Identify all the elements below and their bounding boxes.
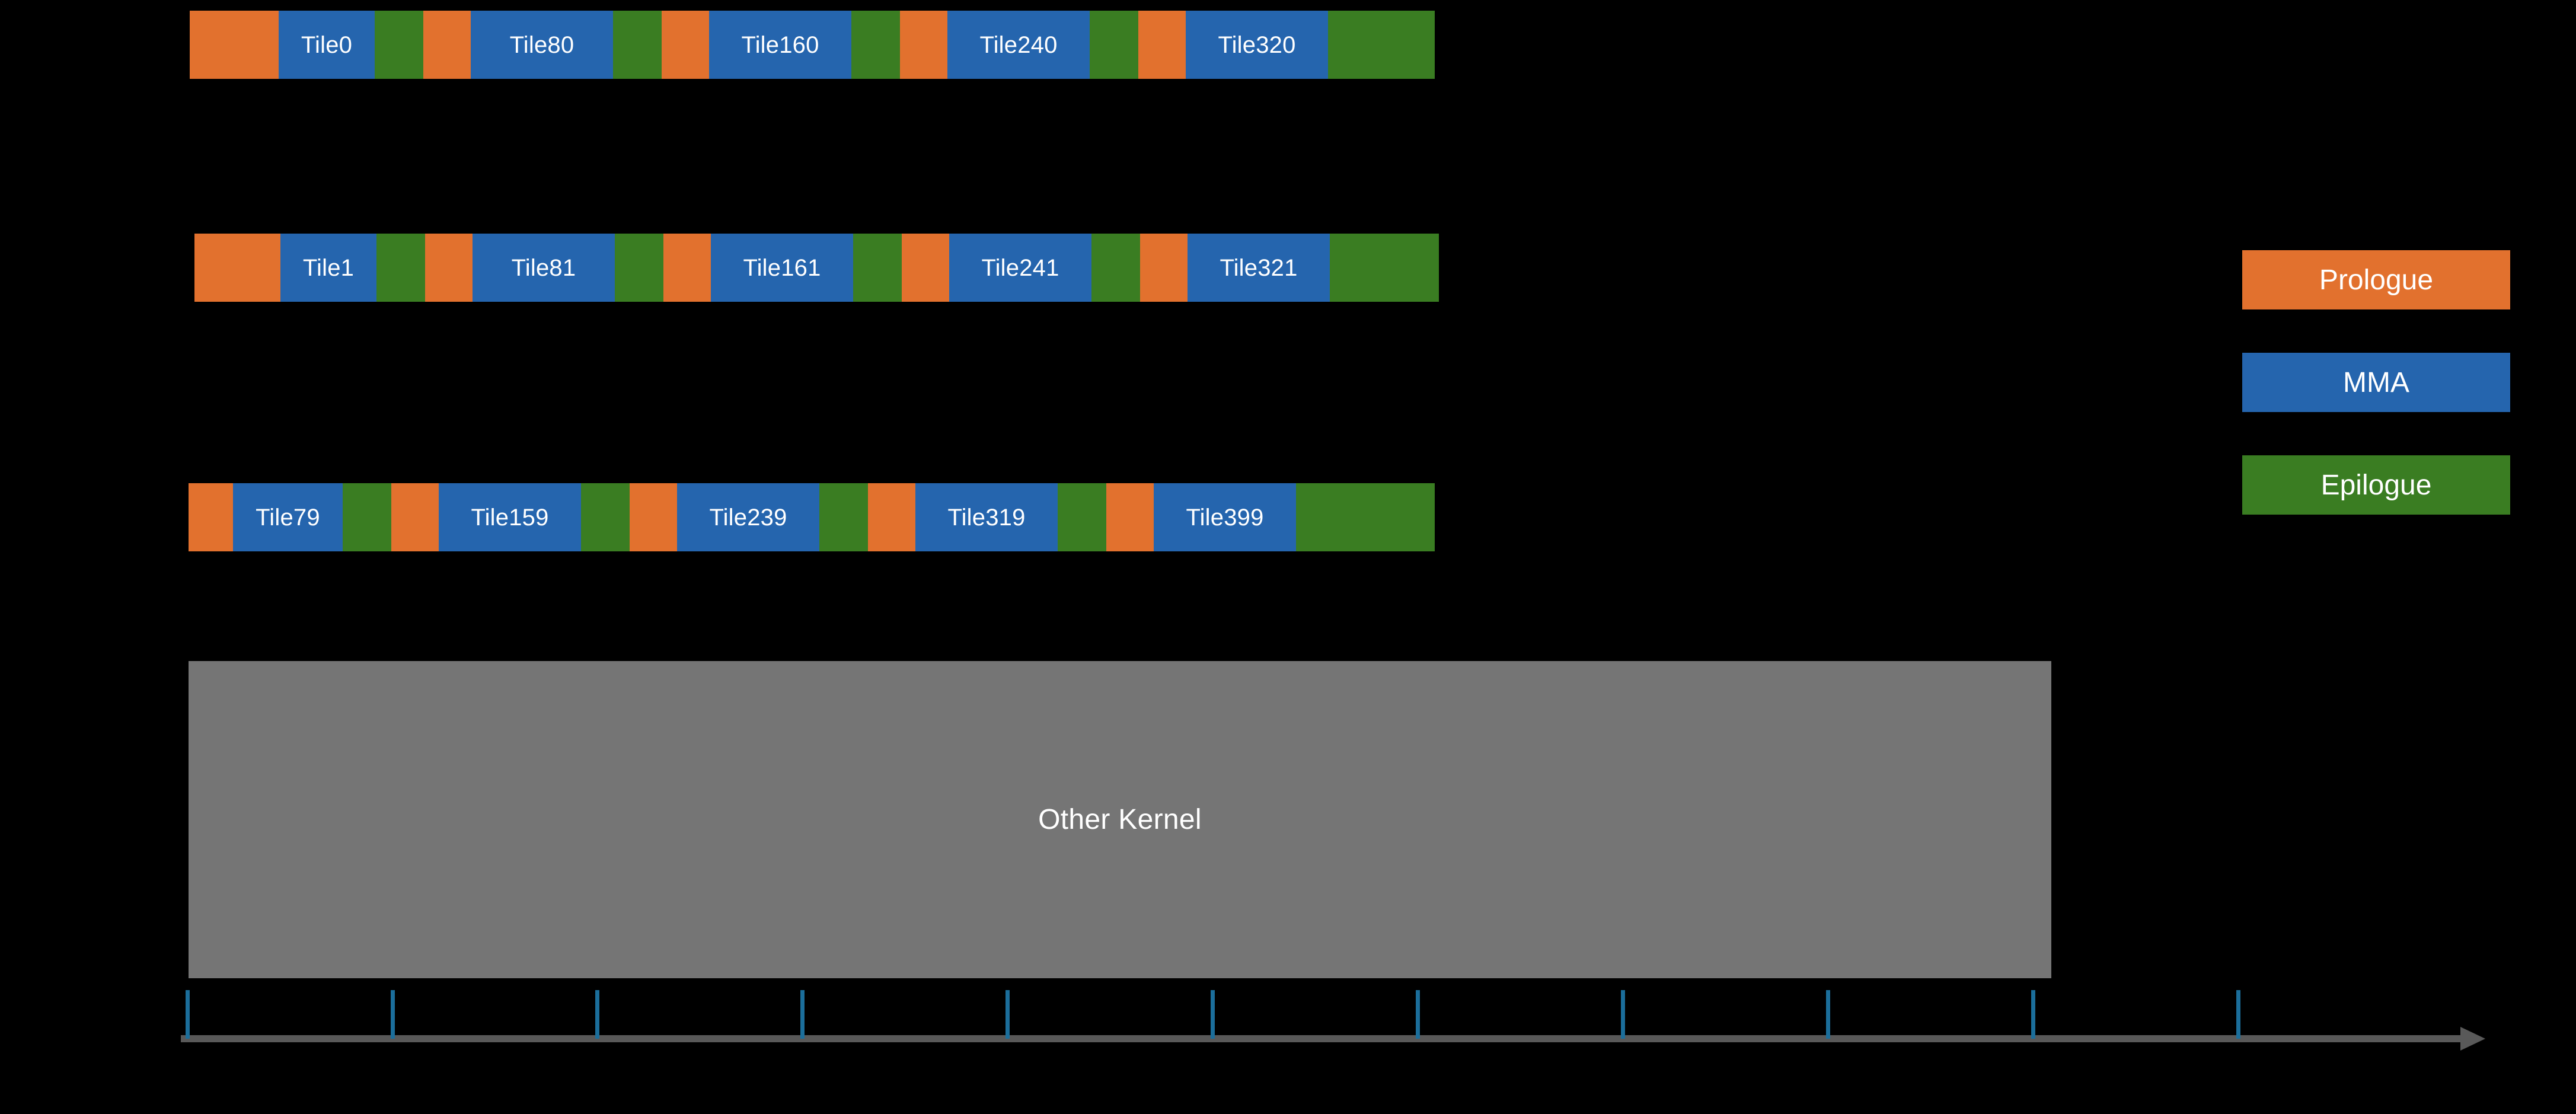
timeline-row: Tile1 Tile81 Tile161 Tile241 Tile321 [194, 234, 1439, 302]
timeline-row: Tile0 Tile80 Tile160 Tile240 Tile320 [190, 11, 1435, 79]
other-kernel-block: Other Kernel [189, 661, 2051, 978]
timeline-segment-prologue [1138, 11, 1186, 79]
timeline-segment-mma: Tile240 [947, 11, 1090, 79]
timeline-segment-mma: Tile321 [1188, 234, 1330, 302]
axis-tick [391, 990, 395, 1039]
timeline-segment-prologue [868, 483, 915, 551]
timeline-segment-epilogue [819, 483, 868, 551]
timeline-segment-mma: Tile320 [1186, 11, 1328, 79]
timeline-segment-mma: Tile81 [473, 234, 615, 302]
timeline-segment-mma: Tile1 [280, 234, 376, 302]
axis-tick [2031, 990, 2035, 1039]
timeline-segment-prologue [391, 483, 439, 551]
timeline-segment-epilogue [1091, 234, 1140, 302]
axis-tick [1621, 990, 1625, 1039]
segment-label: Tile79 [256, 504, 320, 531]
timeline-segment-epilogue [853, 234, 902, 302]
axis-tick [1211, 990, 1215, 1039]
timeline-segment-prologue [662, 11, 709, 79]
axis-tick [800, 990, 805, 1039]
timeline-segment-epilogue [581, 483, 630, 551]
segment-label: Tile319 [947, 504, 1026, 531]
segment-label: Tile0 [301, 31, 353, 58]
legend-item-label: Prologue [2319, 264, 2434, 296]
timeline-segment-mma: Tile319 [915, 483, 1058, 551]
timeline-segment-prologue [630, 483, 677, 551]
timeline-segment-epilogue [343, 483, 391, 551]
timeline-row: Tile79 Tile159 Tile239 Tile319 Tile399 [189, 483, 1435, 551]
axis-tick [1826, 990, 1830, 1039]
timeline-segment-epilogue [1330, 234, 1439, 302]
timeline-segment-epilogue [1058, 483, 1106, 551]
timeline-segment-mma: Tile239 [677, 483, 819, 551]
segment-label: Tile399 [1186, 504, 1264, 531]
axis-tick [186, 990, 190, 1039]
timeline-segment-prologue [425, 234, 473, 302]
segment-label: Tile239 [709, 504, 787, 531]
legend-item-mma[interactable]: MMA [2242, 353, 2510, 412]
legend-item-label: Epilogue [2320, 469, 2432, 501]
timeline-segment-prologue [1106, 483, 1154, 551]
timeline-segment-prologue [663, 234, 711, 302]
segment-label: Tile80 [509, 31, 574, 58]
segment-label: Tile240 [979, 31, 1058, 58]
timeline-segment-prologue [423, 11, 471, 79]
segment-label: Tile1 [302, 254, 355, 281]
timeline-segment-epilogue [613, 11, 662, 79]
axis-tick [1005, 990, 1010, 1039]
segment-label: Tile81 [511, 254, 576, 281]
timeline-segment-prologue [194, 234, 280, 302]
legend-item-epilogue[interactable]: Epilogue [2242, 455, 2510, 515]
other-kernel-label: Other Kernel [1038, 804, 1202, 835]
segment-label: Tile320 [1218, 31, 1296, 58]
timeline-segment-prologue [1140, 234, 1188, 302]
timeline-segment-prologue [902, 234, 949, 302]
axis-tick [1416, 990, 1420, 1039]
segment-label: Tile321 [1220, 254, 1298, 281]
timeline-segment-mma: Tile160 [709, 11, 851, 79]
timeline-segment-mma: Tile399 [1154, 483, 1296, 551]
timeline-segment-mma: Tile79 [233, 483, 343, 551]
segment-label: Tile161 [743, 254, 821, 281]
timeline-segment-mma: Tile80 [471, 11, 613, 79]
timeline-segment-mma: Tile0 [279, 11, 375, 79]
segment-label: Tile160 [741, 31, 819, 58]
segment-label: Tile241 [981, 254, 1059, 281]
timeline-segment-epilogue [1296, 483, 1435, 551]
timeline-segment-epilogue [375, 11, 423, 79]
timeline-segment-prologue [900, 11, 947, 79]
axis-arrow-icon [2460, 1027, 2485, 1051]
timeline-segment-mma: Tile161 [711, 234, 853, 302]
legend-item-label: MMA [2343, 366, 2409, 398]
axis-tick [2236, 990, 2240, 1039]
timeline-segment-epilogue [615, 234, 663, 302]
timeline-segment-epilogue [1328, 11, 1435, 79]
timeline-segment-prologue [189, 483, 233, 551]
segment-label: Tile159 [471, 504, 549, 531]
timeline-segment-mma: Tile159 [439, 483, 581, 551]
timeline-segment-epilogue [1090, 11, 1138, 79]
timeline-segment-epilogue [851, 11, 900, 79]
axis-tick [595, 990, 599, 1039]
legend-item-prologue[interactable]: Prologue [2242, 250, 2510, 309]
timeline-segment-mma: Tile241 [949, 234, 1091, 302]
timeline-segment-epilogue [376, 234, 425, 302]
axis-line [181, 1035, 2460, 1042]
timeline-segment-prologue [190, 11, 279, 79]
